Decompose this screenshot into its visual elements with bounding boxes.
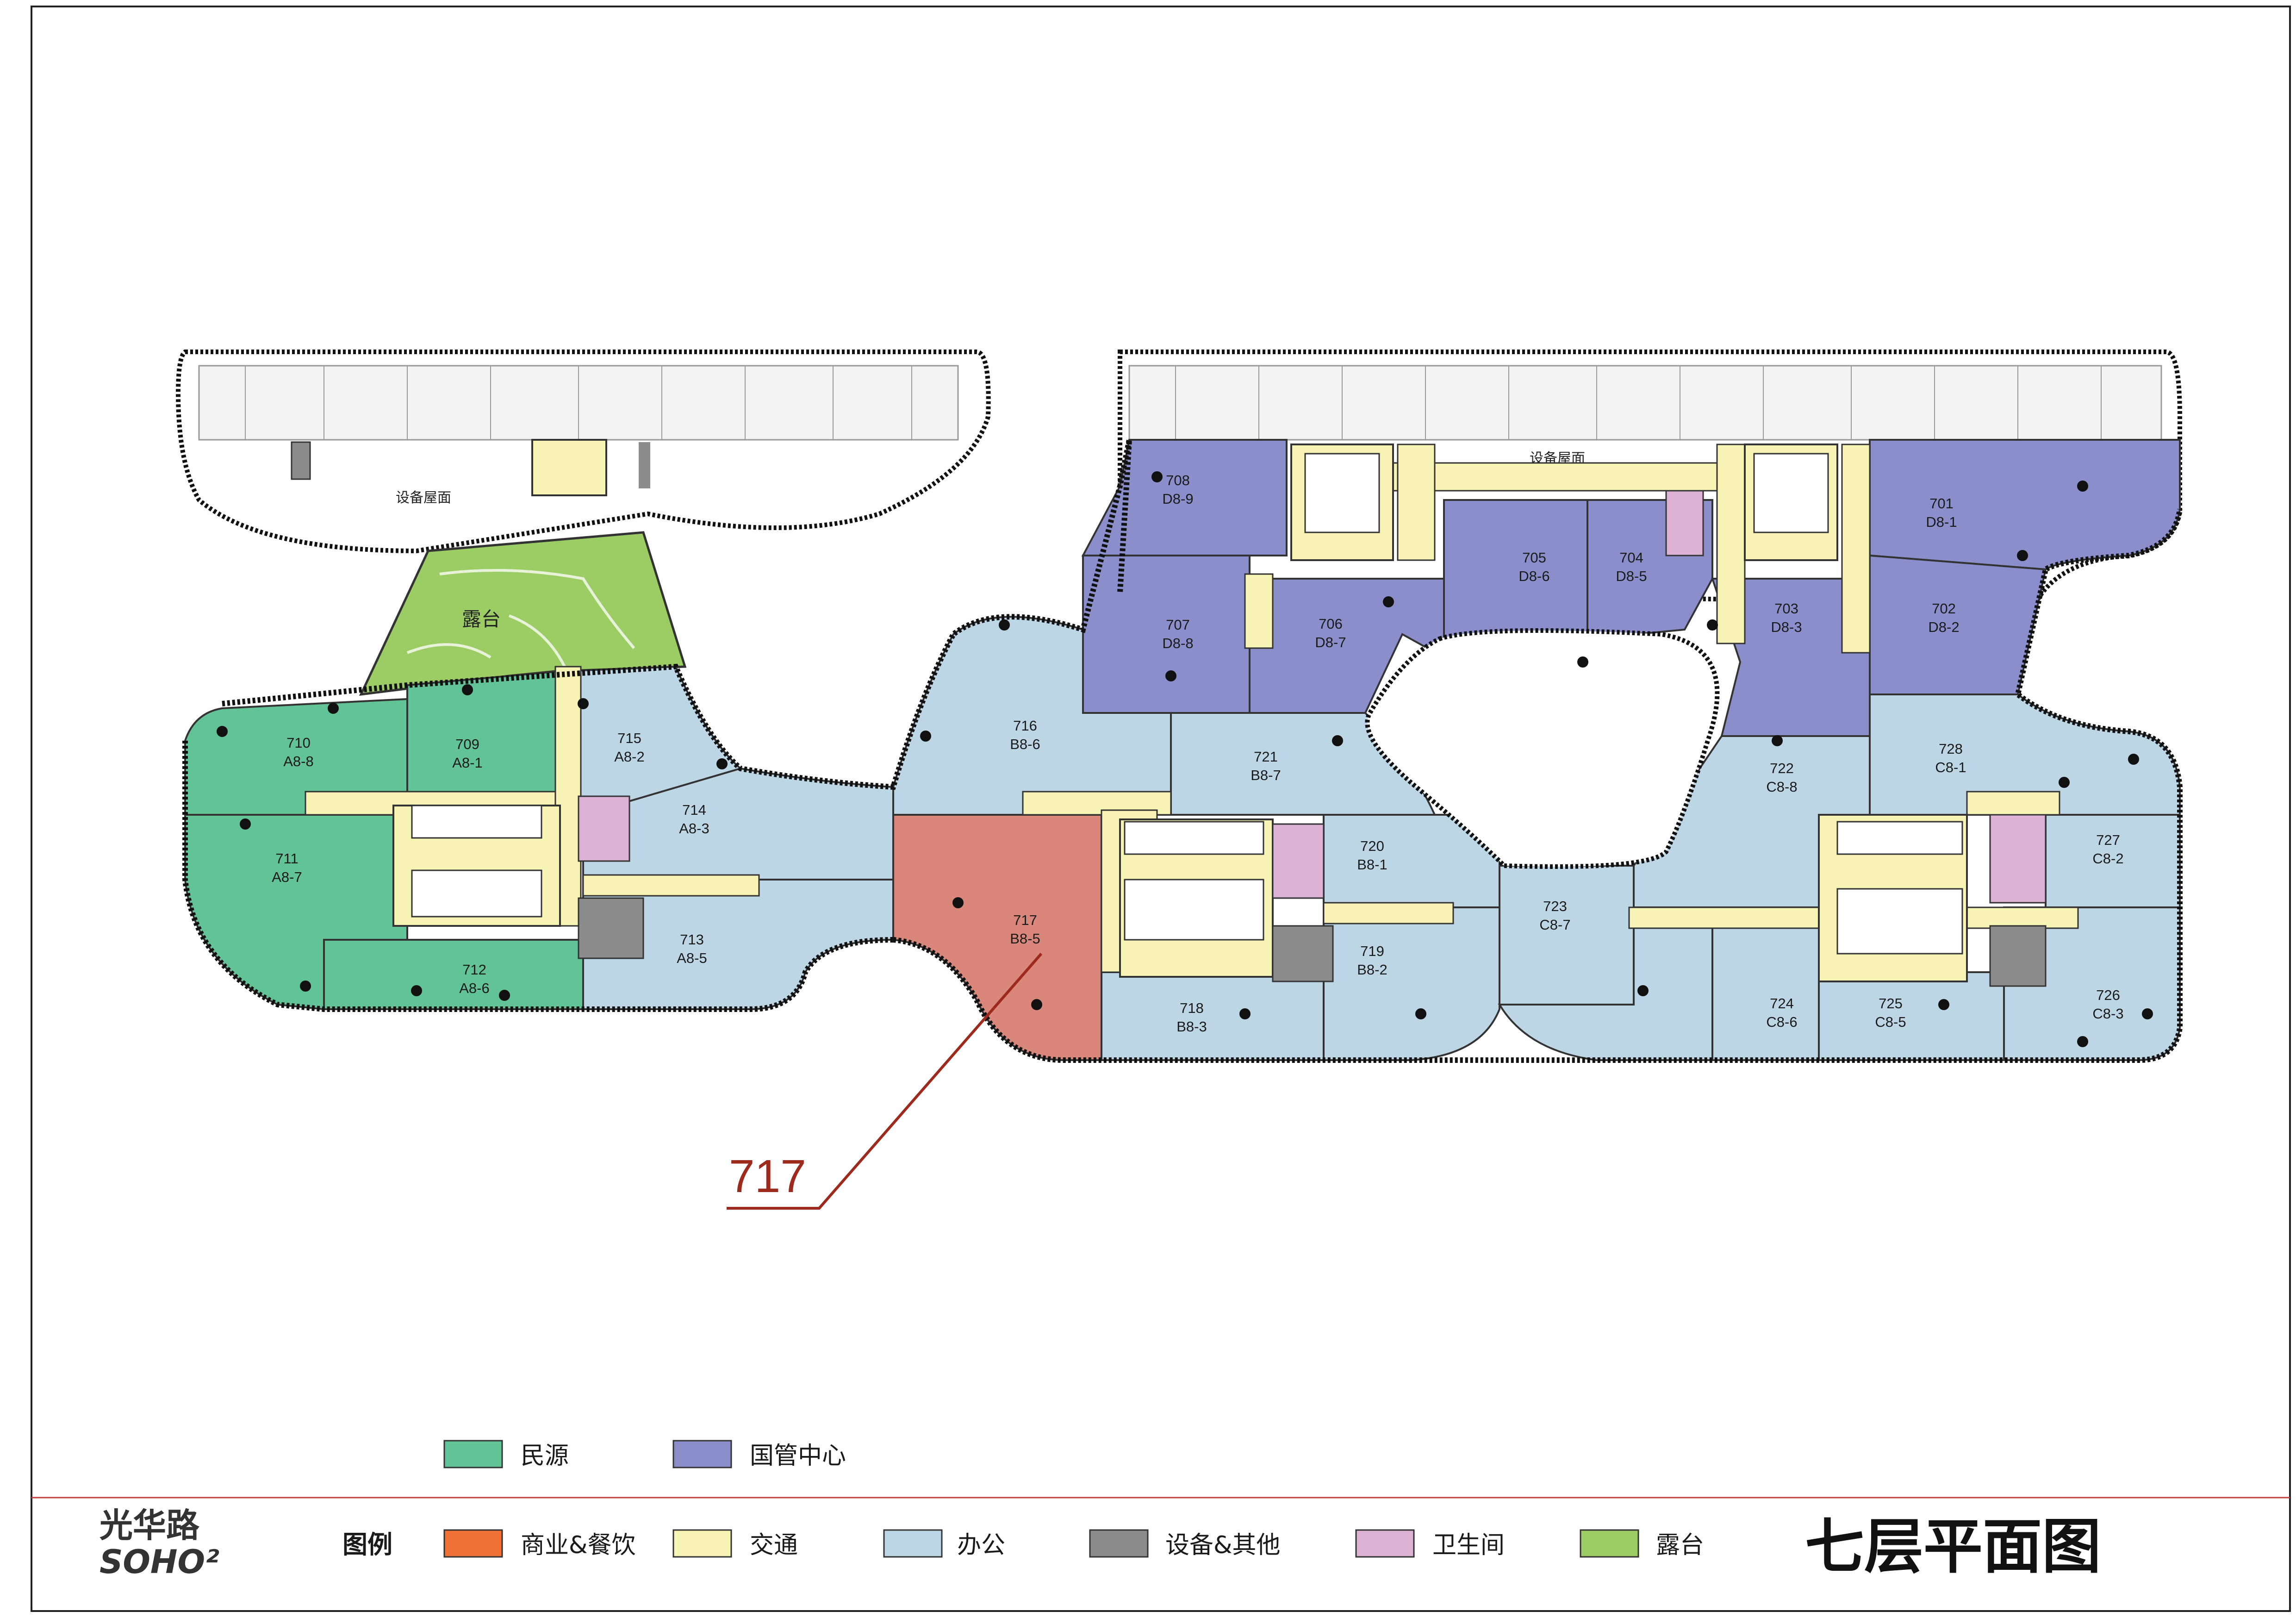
unit-717-callout: 717 <box>727 953 1043 1210</box>
unit-code: B8-3 <box>1176 1018 1207 1035</box>
unit-code: A8-1 <box>452 755 482 771</box>
unit-code: A8-6 <box>459 980 489 996</box>
building-outline <box>182 439 2183 1063</box>
unit-areas <box>184 439 2181 1061</box>
unit-number: 713 <box>680 931 704 948</box>
unit-code: D8-5 <box>1616 568 1647 584</box>
unit-code: B8-5 <box>1010 931 1040 947</box>
unit-number: 711 <box>275 850 298 867</box>
map-legend: 图例 商业&餐饮 交通 办公 设备&其他 卫生间 露台 <box>342 1529 1704 1559</box>
unit-labels: 710 A8-8 709 A8-1 711 A8-7 712 A8-6 715 … <box>272 472 2123 1035</box>
unit-code: C8-1 <box>1935 759 1966 775</box>
unit-number: 718 <box>1180 1000 1204 1016</box>
unit-number: 715 <box>617 730 641 746</box>
unit-number: 706 <box>1319 616 1343 632</box>
unit-number: 722 <box>1770 760 1794 776</box>
unit-code: D8-7 <box>1315 634 1346 650</box>
unit-code: D8-6 <box>1518 568 1549 584</box>
brand-logo: 光华路 SOHO² <box>100 1506 219 1581</box>
unit-code: C8-2 <box>2092 850 2123 867</box>
legend-swatch <box>443 1440 503 1468</box>
unit-number: 716 <box>1013 718 1037 734</box>
unit-code: B8-2 <box>1357 962 1387 978</box>
legend-label: 露台 <box>1656 1531 1704 1559</box>
unit-code: B8-7 <box>1251 767 1281 783</box>
page-title: 七层平面图 <box>1805 1512 2101 1581</box>
unit-code: D8-1 <box>1926 514 1957 530</box>
logo-line1: 光华路 <box>100 1506 200 1545</box>
unit-code: D8-3 <box>1771 619 1802 635</box>
unit-number: 728 <box>1939 741 1963 757</box>
legend-title: 图例 <box>342 1530 392 1559</box>
unit-code: B8-6 <box>1010 736 1040 752</box>
unit-number: 709 <box>455 736 479 752</box>
unit-code: A8-5 <box>677 950 707 966</box>
unit-number: 724 <box>1770 995 1794 1012</box>
left-roof-label: 设备屋面 <box>396 490 451 506</box>
unit-number: 705 <box>1522 550 1546 566</box>
terrace-area <box>359 531 687 696</box>
legend-label: 设备&其他 <box>1165 1531 1281 1559</box>
structural-columns <box>217 471 2153 1047</box>
unit-number: 702 <box>1932 600 1956 617</box>
legend-label: 卫生间 <box>1432 1531 1505 1559</box>
terrace-label: 露台 <box>462 608 501 631</box>
unit-number: 708 <box>1166 472 1190 488</box>
legend-label: 交通 <box>750 1531 798 1559</box>
legend-swatch <box>672 1529 732 1558</box>
unit-number: 707 <box>1166 617 1190 633</box>
unit-number: 723 <box>1543 898 1567 914</box>
legend-swatch <box>1580 1529 1639 1558</box>
legend-swatch <box>672 1440 732 1468</box>
unit-number: 725 <box>1879 995 1903 1012</box>
legend-swatch <box>443 1529 503 1558</box>
unit-code: A8-3 <box>679 820 709 837</box>
unit-code: D8-2 <box>1928 619 1959 635</box>
tenant-legend: 民源 国管中心 <box>443 1440 846 1470</box>
unit-code: A8-2 <box>614 749 644 765</box>
unit-code: D8-8 <box>1162 635 1193 651</box>
unit-number: 714 <box>682 802 706 818</box>
callout-unit-number: 717 <box>729 1150 806 1202</box>
legend-label: 国管中心 <box>750 1442 846 1470</box>
unit-number: 701 <box>1929 495 1954 512</box>
unit-number: 703 <box>1774 600 1798 617</box>
unit-code: A8-7 <box>272 869 302 885</box>
unit-code: C8-8 <box>1766 779 1797 795</box>
unit-code: C8-6 <box>1766 1014 1797 1030</box>
unit-code: D8-9 <box>1162 491 1193 507</box>
unit-number: 719 <box>1360 943 1384 959</box>
courtyard-void <box>1365 628 1720 869</box>
left-equipment-roof <box>175 350 991 554</box>
legend-swatch <box>1355 1529 1415 1558</box>
legend-label: 民源 <box>521 1442 569 1470</box>
legend-label: 商业&餐饮 <box>521 1531 636 1559</box>
building-cores <box>392 443 2047 987</box>
unit-code: A8-8 <box>283 753 313 769</box>
unit-number: 712 <box>462 962 486 978</box>
unit-number: 717 <box>1013 912 1037 928</box>
logo-line2: SOHO² <box>100 1543 219 1581</box>
unit-code: B8-1 <box>1357 856 1387 873</box>
legend-label: 办公 <box>957 1531 1005 1559</box>
unit-number: 704 <box>1619 550 1643 566</box>
legend-swatch <box>883 1529 943 1558</box>
legend-swatch <box>1089 1529 1149 1558</box>
unit-code: C8-7 <box>1539 917 1570 933</box>
unit-code: C8-3 <box>2092 1006 2123 1022</box>
unit-code: C8-5 <box>1875 1014 1906 1030</box>
unit-number: 726 <box>2096 987 2120 1003</box>
unit-number: 721 <box>1254 749 1278 765</box>
unit-number: 710 <box>286 735 311 751</box>
unit-number: 720 <box>1360 838 1384 854</box>
unit-number: 727 <box>2096 832 2120 848</box>
